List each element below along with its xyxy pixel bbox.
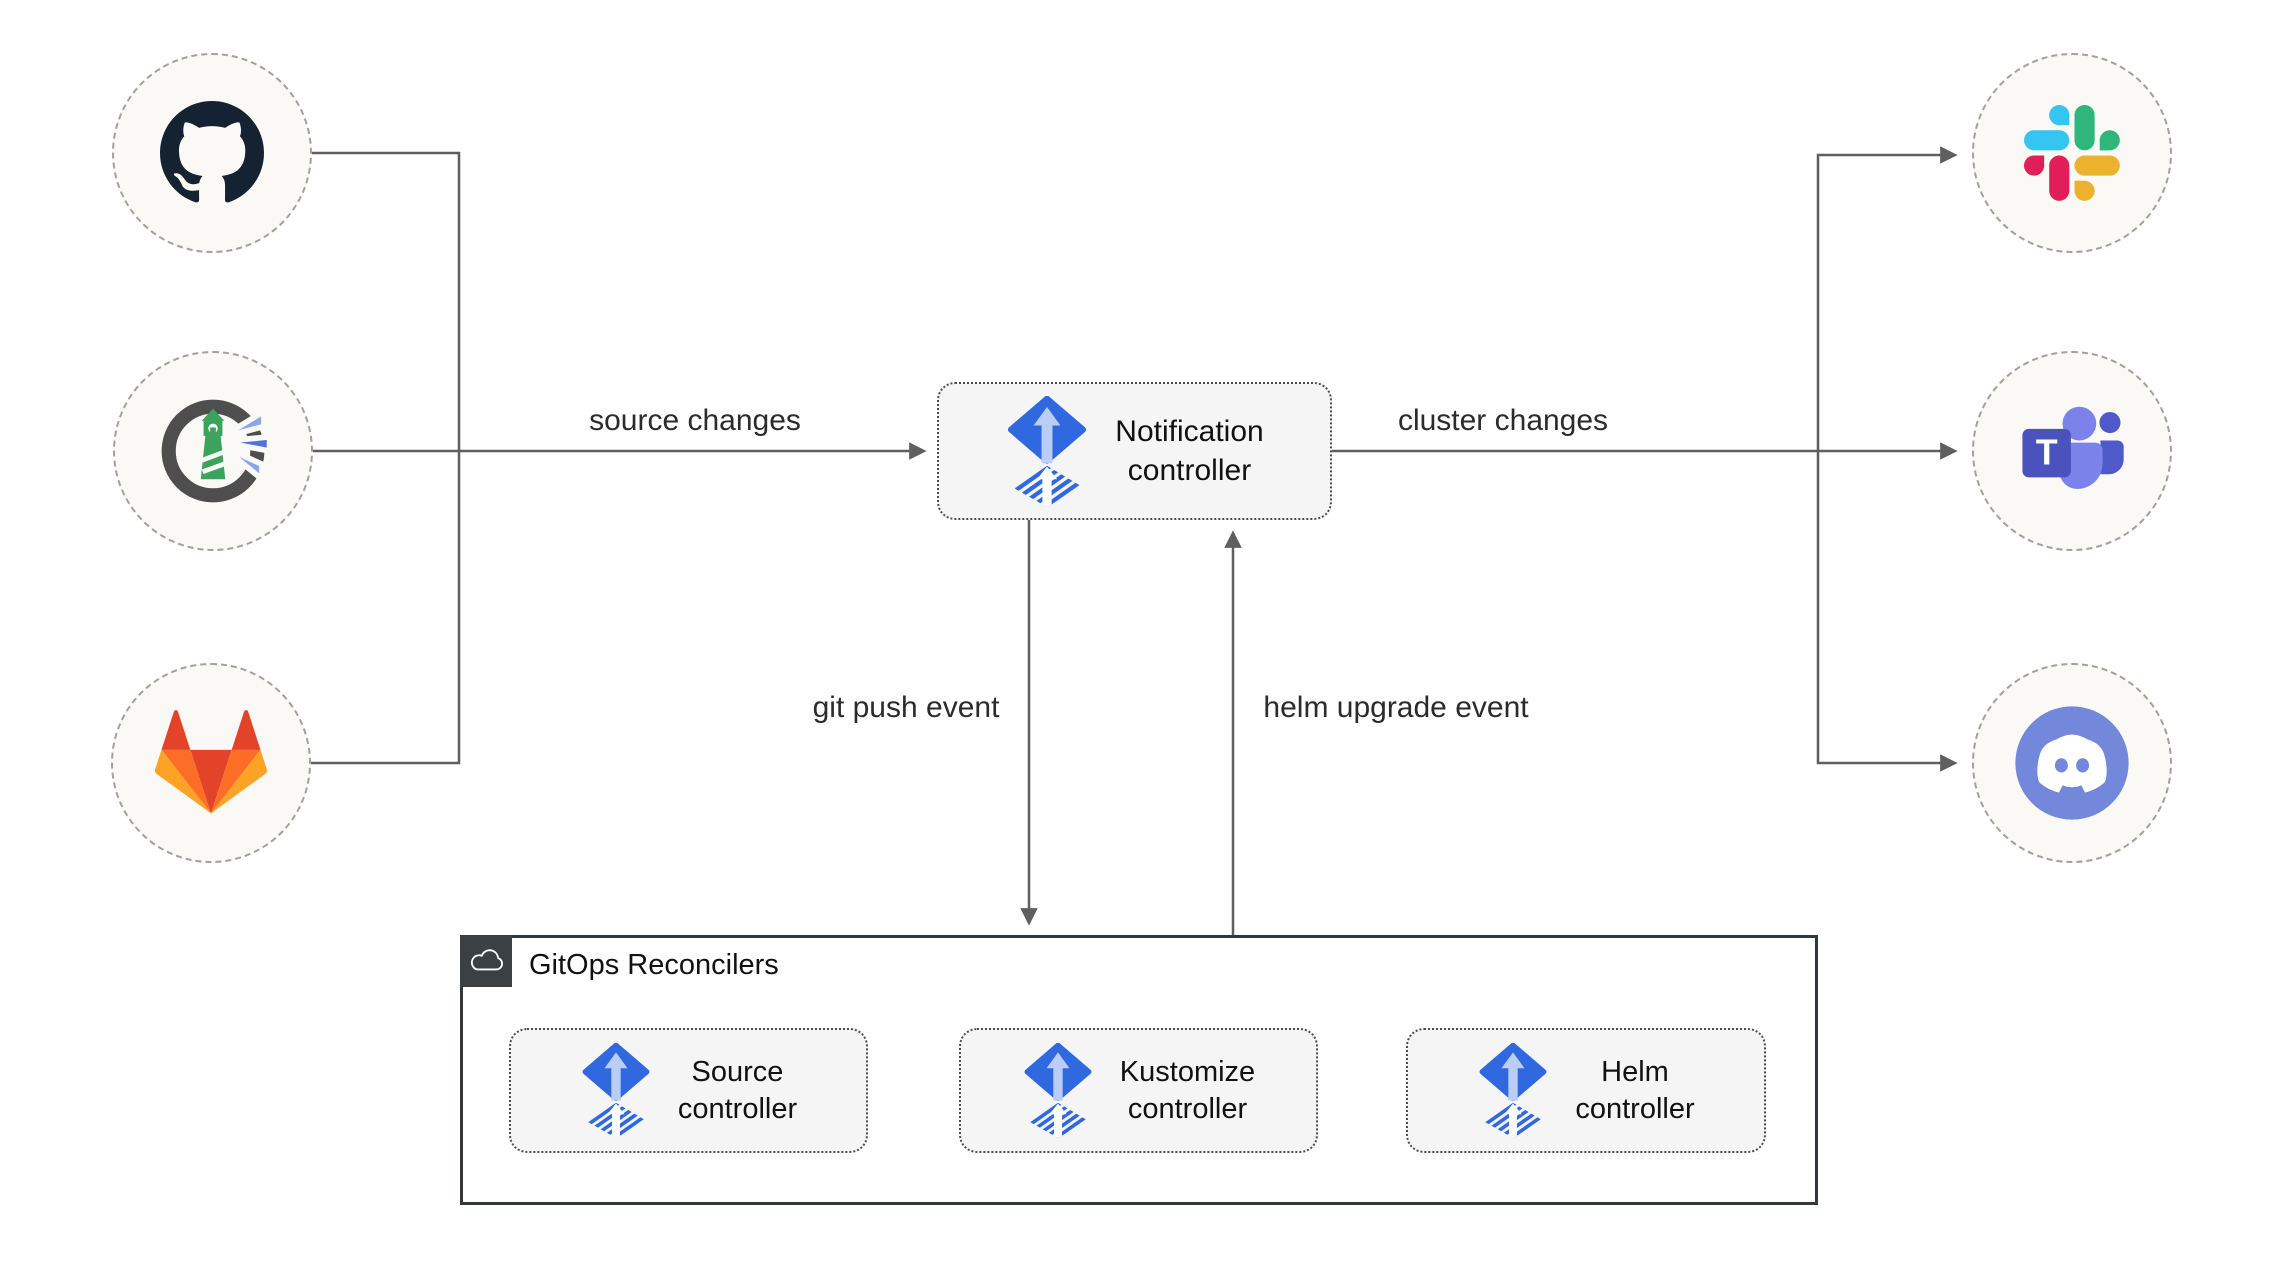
kustomize-label-line1: Kustomize (1119, 1055, 1256, 1088)
gitops-reconcilers-title: GitOps Reconcilers (529, 949, 779, 981)
node-kustomize-controller: Kustomize controller (959, 1028, 1318, 1153)
github-icon (160, 101, 264, 205)
node-harbor (113, 351, 313, 551)
teams-icon (2014, 398, 2130, 504)
discord-icon (2013, 704, 2131, 822)
kustomize-label-line2: controller (1127, 1092, 1248, 1125)
edge-left-bus (308, 151, 461, 765)
edge-cluster-changes-discord (1816, 451, 1958, 772)
cloud-icon (465, 940, 507, 982)
gitlab-icon (155, 707, 267, 819)
harbor-icon (147, 385, 279, 517)
gitops-reconcilers-header (460, 935, 512, 987)
helm-label-line1: Helm (1601, 1055, 1669, 1088)
flux-icon (1477, 1043, 1549, 1138)
node-discord (1972, 663, 2172, 863)
notification-controller-label: Notification controller (1115, 412, 1263, 490)
slack-icon (2024, 105, 2120, 201)
node-github (112, 53, 312, 253)
node-notification-controller: Notification controller (937, 382, 1332, 520)
flux-icon (1022, 1043, 1094, 1138)
node-source-controller: Source controller (509, 1028, 868, 1153)
helm-controller-label: Helm controller (1575, 1054, 1694, 1128)
group-gitops-reconcilers: GitOps Reconcilers Source controller Kus… (460, 935, 1818, 1205)
label-source-changes: source changes (589, 404, 801, 437)
helm-label-line2: controller (1575, 1092, 1695, 1125)
flux-icon (580, 1043, 652, 1138)
node-teams (1972, 351, 2172, 551)
node-slack (1972, 53, 2172, 253)
kustomize-controller-label: Kustomize controller (1120, 1054, 1255, 1128)
label-helm-upgrade-event: helm upgrade event (1263, 691, 1529, 724)
node-helm-controller: Helm controller (1406, 1028, 1766, 1153)
edge-cluster-changes-slack (1816, 146, 1958, 451)
notification-label-line1: Notification (1115, 415, 1264, 448)
label-cluster-changes: cluster changes (1397, 404, 1609, 437)
source-controller-label: Source controller (678, 1054, 797, 1128)
flux-icon (1005, 396, 1089, 507)
source-label-line1: Source (691, 1055, 784, 1088)
source-label-line2: controller (677, 1092, 798, 1125)
label-git-push-event: git push event (812, 691, 1000, 724)
node-gitlab (111, 663, 311, 863)
notification-label-line2: controller (1127, 454, 1252, 487)
